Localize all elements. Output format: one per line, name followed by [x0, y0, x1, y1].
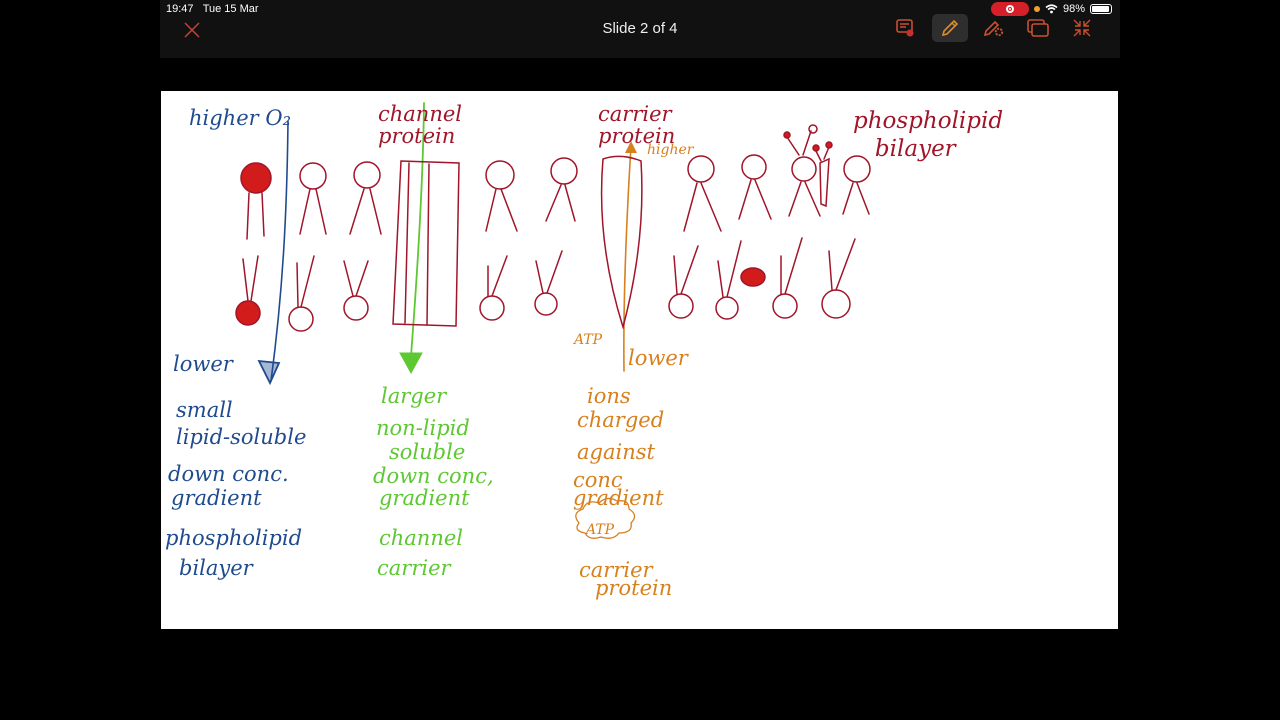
- note-line: larger: [381, 384, 447, 408]
- note-line: bilayer: [179, 556, 253, 580]
- note-line: gradient: [379, 486, 470, 510]
- green-arrow: [410, 102, 425, 357]
- phospholipids-bottom: [235, 237, 856, 332]
- label-lower-orange: lower: [628, 346, 688, 370]
- label-lower-blue: lower: [173, 352, 233, 376]
- note-line: charged: [577, 408, 665, 432]
- label-carrier-protein: carrier protein: [598, 102, 676, 148]
- carrier-protein: [600, 155, 643, 330]
- screen-recording-indicator[interactable]: [990, 2, 1029, 16]
- collapse-icon: [1073, 19, 1091, 37]
- note-line: against: [577, 440, 655, 464]
- label-carrier-higher: higher: [647, 142, 694, 158]
- note-line: conc: [573, 468, 623, 492]
- mic-in-use-dot: [1033, 6, 1040, 12]
- blue-arrow: [270, 120, 289, 382]
- collapse-button[interactable]: [1064, 14, 1100, 42]
- note-line: carrier: [377, 556, 451, 580]
- label-atp-small: ATP: [574, 332, 603, 348]
- status-indicators: 98%: [990, 2, 1112, 16]
- note-line: carrier: [579, 558, 653, 582]
- note-line: down conc.: [168, 462, 289, 486]
- pencil-tool-button[interactable]: [932, 14, 968, 42]
- note-line: phospholipid: [165, 526, 303, 550]
- note-line: lipid-soluble: [176, 425, 307, 449]
- channel-protein: [392, 160, 460, 327]
- membrane-drawing: [235, 102, 871, 539]
- note-line: gradient: [573, 486, 664, 510]
- note-line: non-lipid: [376, 416, 470, 440]
- pencil-icon: [941, 19, 959, 37]
- note-line: soluble: [389, 440, 466, 464]
- battery-percent: 98%: [1062, 3, 1085, 15]
- label-higher-o2: higher O₂: [189, 106, 291, 130]
- orange-arrow: [623, 145, 632, 372]
- screen-mirror-button[interactable]: [1020, 14, 1056, 42]
- note-line: channel: [379, 526, 463, 550]
- atp-cloud: [575, 497, 636, 539]
- tool-group: [888, 14, 1100, 42]
- wifi-icon: [1045, 4, 1058, 14]
- pen-settings-button[interactable]: [976, 14, 1012, 42]
- note-line-atp: ATP: [586, 522, 615, 538]
- screen-mirror-icon: [1027, 19, 1049, 37]
- battery-icon: [1090, 4, 1112, 14]
- phospholipids-top: [240, 124, 871, 240]
- slide-notes-icon: [896, 19, 914, 37]
- close-icon: [184, 22, 200, 38]
- slide-counter: Slide 2 of 4: [602, 20, 678, 37]
- pen-settings-icon: [983, 20, 1004, 37]
- close-button[interactable]: [182, 20, 202, 40]
- note-line: down conc,: [373, 464, 494, 488]
- status-time: 19:47 Tue 15 Mar: [166, 3, 259, 15]
- status-bar: 19:47 Tue 15 Mar 98%: [160, 0, 1120, 18]
- note-line: ions: [587, 384, 631, 408]
- record-icon: [1005, 5, 1014, 13]
- slide-canvas[interactable]: higher O₂ channel protein carrier protei…: [161, 91, 1118, 629]
- label-channel-protein: channel protein: [378, 102, 462, 148]
- note-line: small: [176, 398, 233, 422]
- slide-notes-button[interactable]: [888, 14, 924, 42]
- label-phospholipid-bilayer: phospholipid bilayer: [853, 108, 1004, 162]
- note-line: gradient: [171, 486, 262, 510]
- presentation-toolbar: Slide 2 of 4: [160, 14, 1120, 58]
- note-line: protein: [595, 576, 673, 600]
